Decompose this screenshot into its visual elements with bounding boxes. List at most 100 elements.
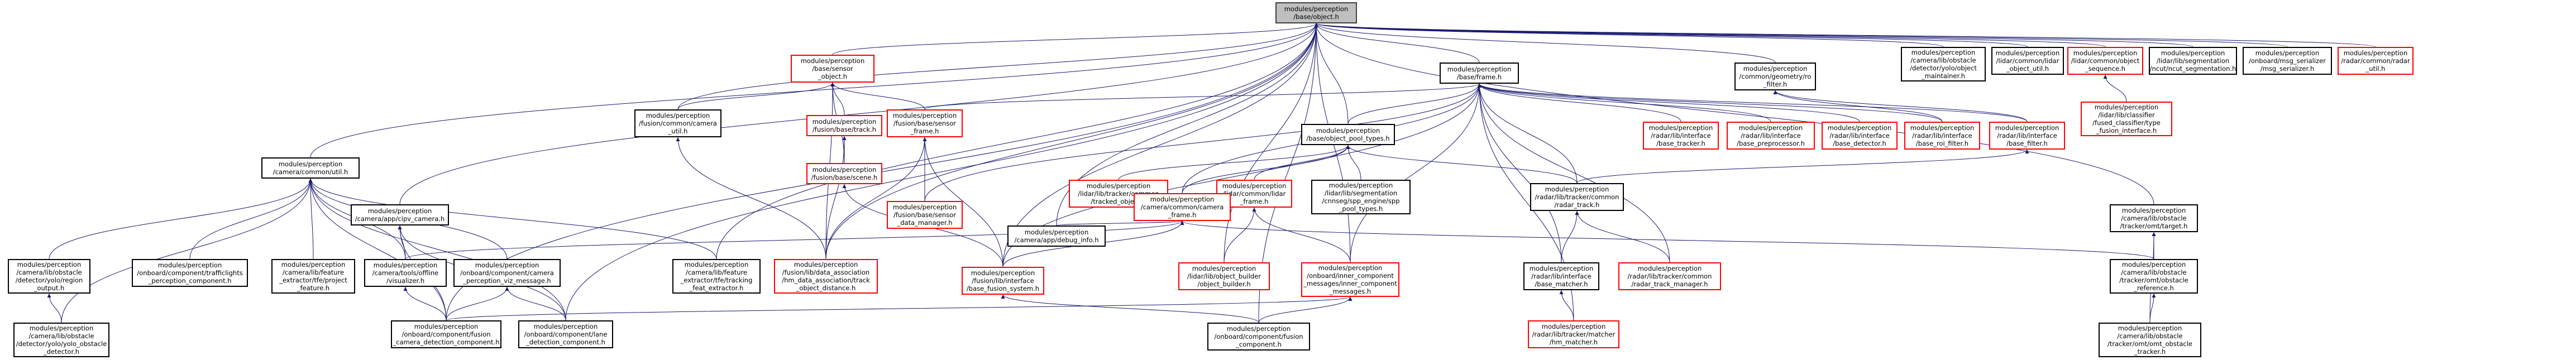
graph-node-n28[interactable]: modules/perception /radar/lib/tracker/co…: [1530, 183, 1624, 211]
graph-node-n3[interactable]: modules/perception /lidar/common/object …: [2067, 47, 2143, 75]
graph-node-n45[interactable]: modules/perception /onboard/component/fu…: [391, 320, 501, 348]
graph-node-label: modules/perception /camera/common/util.h: [273, 160, 348, 176]
edge-n46-includes-n20: [308, 178, 566, 321]
graph-node-label: modules/perception /camera/lib/obstacle …: [2107, 324, 2192, 356]
root-node-label: modules/perception /base/object.h: [1284, 5, 1349, 21]
graph-node-n31[interactable]: modules/perception /onboard/component/tr…: [132, 259, 248, 287]
graph-node-n34[interactable]: modules/perception /onboard/component/ca…: [453, 259, 561, 287]
graph-node-label: modules/perception /fusion/lib/data_asso…: [782, 261, 870, 292]
graph-node-n14[interactable]: modules/perception /base/object_pool_typ…: [1301, 124, 1395, 145]
edge-n6-includes-n0: [1315, 23, 2376, 47]
graph-node-n16[interactable]: modules/perception /radar/lib/interface …: [1727, 122, 1815, 150]
edge-n28-includes-n14: [1346, 145, 1578, 184]
graph-node-label: modules/perception /camera/app/debug_inf…: [1014, 228, 1099, 244]
graph-node-n20[interactable]: modules/perception /camera/common/util.h: [261, 157, 360, 179]
graph-node-n12[interactable]: modules/perception /fusion/base/track.h: [806, 115, 882, 136]
graph-node-n37[interactable]: modules/perception /fusion/lib/interface…: [962, 267, 1044, 295]
graph-node-n43[interactable]: modules/perception /camera/lib/obstacle …: [2110, 259, 2198, 294]
graph-node-n6[interactable]: modules/perception /radar/common/radar _…: [2338, 47, 2413, 75]
edge-n30-includes-n20: [49, 178, 313, 260]
graph-node-n39[interactable]: modules/perception /lidar/lib/object_bui…: [1178, 262, 1270, 290]
graph-node-n11[interactable]: modules/perception /fusion/common/camera…: [634, 109, 721, 137]
edge-n45-includes-n40: [446, 296, 1352, 321]
graph-node-n21[interactable]: modules/perception /camera/app/cipv_came…: [351, 204, 449, 225]
edge-n11-includes-n7: [677, 82, 835, 110]
edge-n37-includes-n13: [923, 137, 1003, 267]
edge-n47-includes-n40: [1258, 296, 1352, 323]
graph-node-n30[interactable]: modules/perception /camera/lib/obstacle …: [8, 259, 90, 294]
graph-node-label: modules/perception /fusion/base/sensor _…: [892, 112, 957, 135]
graph-node-label: modules/perception /radar/lib/interface …: [1648, 124, 1713, 147]
graph-node-n48[interactable]: modules/perception /radar/lib/tracker/ma…: [1528, 320, 1619, 348]
edge-n35-includes-n0: [716, 23, 1318, 260]
graph-node-n8[interactable]: modules/perception /base/frame.h: [1440, 63, 1519, 84]
graph-node-n32[interactable]: modules/perception /camera/lib/feature _…: [271, 259, 355, 294]
graph-node-n19[interactable]: modules/perception /radar/lib/interface …: [1989, 122, 2065, 150]
graph-node-n18[interactable]: modules/perception /radar/lib/interface …: [1904, 122, 1980, 150]
graph-node-label: modules/perception /camera/lib/feature _…: [680, 261, 753, 292]
graph-node-label: modules/perception /lidar/lib/object_bui…: [1187, 265, 1261, 288]
graph-node-n10[interactable]: modules/perception /lidar/lib/classifier…: [2081, 102, 2172, 136]
graph-node-n47[interactable]: modules/perception /onboard/component/fu…: [1207, 323, 1310, 351]
graph-node-label: modules/perception /fusion/lib/interface…: [966, 269, 1040, 292]
graph-node-n41[interactable]: modules/perception /radar/lib/interface …: [1523, 262, 1599, 290]
graph-node-n5[interactable]: modules/perception /onboard/msg_serializ…: [2243, 47, 2332, 75]
graph-node-label: modules/perception /base/sensor _object.…: [800, 57, 865, 80]
graph-node-n42[interactable]: modules/perception /radar/lib/tracker/co…: [1618, 262, 1721, 290]
graph-node-n4[interactable]: modules/perception /lidar/lib/segmentati…: [2149, 47, 2237, 75]
edge-n36-includes-n11: [676, 137, 826, 260]
graph-node-n27[interactable]: modules/perception /lidar/lib/segmentati…: [1311, 180, 1411, 214]
graph-node-n15[interactable]: modules/perception /radar/lib/interface …: [1643, 122, 1719, 150]
graph-node-label: modules/perception /camera/lib/obstacle …: [16, 324, 107, 356]
graph-node-n9[interactable]: modules/perception /common/geometry/ro _…: [1734, 63, 1816, 90]
edge-n26-includes-n14: [1182, 145, 1350, 194]
graph-node-label: modules/perception /camera/common/camera…: [1140, 195, 1224, 219]
graph-node-n17[interactable]: modules/perception /radar/lib/interface …: [1822, 122, 1898, 150]
edge-n24-includes-n14: [1118, 145, 1350, 180]
edge-n13-includes-n7: [830, 82, 925, 110]
graph-node-label: modules/perception /radar/lib/interface …: [1827, 124, 1892, 147]
edge-n8-includes-n0: [1314, 23, 1480, 63]
graph-node-label: modules/perception /lidar/common/object …: [2071, 49, 2140, 73]
edge-n46-includes-n34: [505, 286, 566, 321]
graph-node-n22[interactable]: modules/perception /fusion/base/scene.h: [806, 163, 882, 184]
graph-node-n13[interactable]: modules/perception /fusion/base/sensor _…: [887, 109, 963, 137]
graph-node-n44[interactable]: modules/perception /camera/lib/obstacle …: [13, 323, 109, 357]
graph-node-label: modules/perception /radar/lib/tracker/co…: [1535, 185, 1619, 209]
edge-n11-includes-n0: [677, 23, 1318, 110]
graph-node-n1[interactable]: modules/perception /camera/lib/obstacle …: [1901, 47, 1986, 81]
graph-node-label: modules/perception /base/object_pool_typ…: [1306, 127, 1390, 142]
graph-node-n38[interactable]: modules/perception /camera/app/debug_inf…: [1007, 225, 1106, 247]
graph-node-label: modules/perception /radar/lib/tracker/ma…: [1532, 323, 1616, 346]
graph-node-n40[interactable]: modules/perception /onboard/inner_compon…: [1301, 262, 1399, 297]
graph-node-label: modules/perception /camera/lib/obstacle …: [2120, 207, 2188, 230]
edge-n42-includes-n8: [1477, 83, 1670, 263]
edge-n35-includes-n20: [308, 178, 717, 260]
edge-n31-includes-n20: [189, 178, 313, 260]
graph-node-label: modules/perception /radar/lib/interface …: [1737, 124, 1805, 147]
graph-node-n36[interactable]: modules/perception /fusion/lib/data_asso…: [774, 259, 878, 294]
graph-node-n7[interactable]: modules/perception /base/sensor _object.…: [791, 55, 874, 83]
edge-n16-includes-n8: [1477, 83, 1771, 122]
graph-node-label: modules/perception /onboard/msg_serializ…: [2249, 49, 2326, 73]
graph-node-label: modules/perception /camera/lib/obstacle …: [15, 261, 83, 292]
edge-n15-includes-n8: [1477, 83, 1681, 122]
graph-node-n49[interactable]: modules/perception /camera/lib/obstacle …: [2099, 323, 2201, 357]
graph-node-n46[interactable]: modules/perception /onboard/component/la…: [518, 320, 613, 348]
graph-node-label: modules/perception /camera/lib/feature _…: [279, 261, 347, 292]
edge-n45-includes-n20: [308, 178, 447, 321]
graph-node-label: modules/perception /lidar/lib/segmentati…: [2149, 49, 2236, 73]
graph-node-label: modules/perception /lidar/common/lidar _…: [1995, 49, 2060, 73]
graph-node-label: modules/perception /onboard/component/ca…: [460, 261, 554, 285]
graph-node-n26[interactable]: modules/perception /camera/common/camera…: [1134, 193, 1231, 221]
graph-node-label: modules/perception /radar/lib/interface …: [1910, 124, 1975, 147]
graph-node-n23[interactable]: modules/perception /fusion/base/sensor _…: [887, 201, 963, 229]
graph-node-n33[interactable]: modules/perception /camera/tools/offline…: [364, 259, 447, 287]
graph-node-n35[interactable]: modules/perception /camera/lib/feature _…: [672, 259, 761, 294]
edge-n20-includes-n0: [310, 23, 1318, 158]
edge-n19-includes-n8: [1477, 83, 2028, 122]
graph-node-n2[interactable]: modules/perception /lidar/common/lidar _…: [1991, 47, 2064, 75]
edge-n13-includes-n8: [924, 83, 1481, 110]
graph-node-n29[interactable]: modules/perception /camera/lib/obstacle …: [2110, 204, 2198, 232]
